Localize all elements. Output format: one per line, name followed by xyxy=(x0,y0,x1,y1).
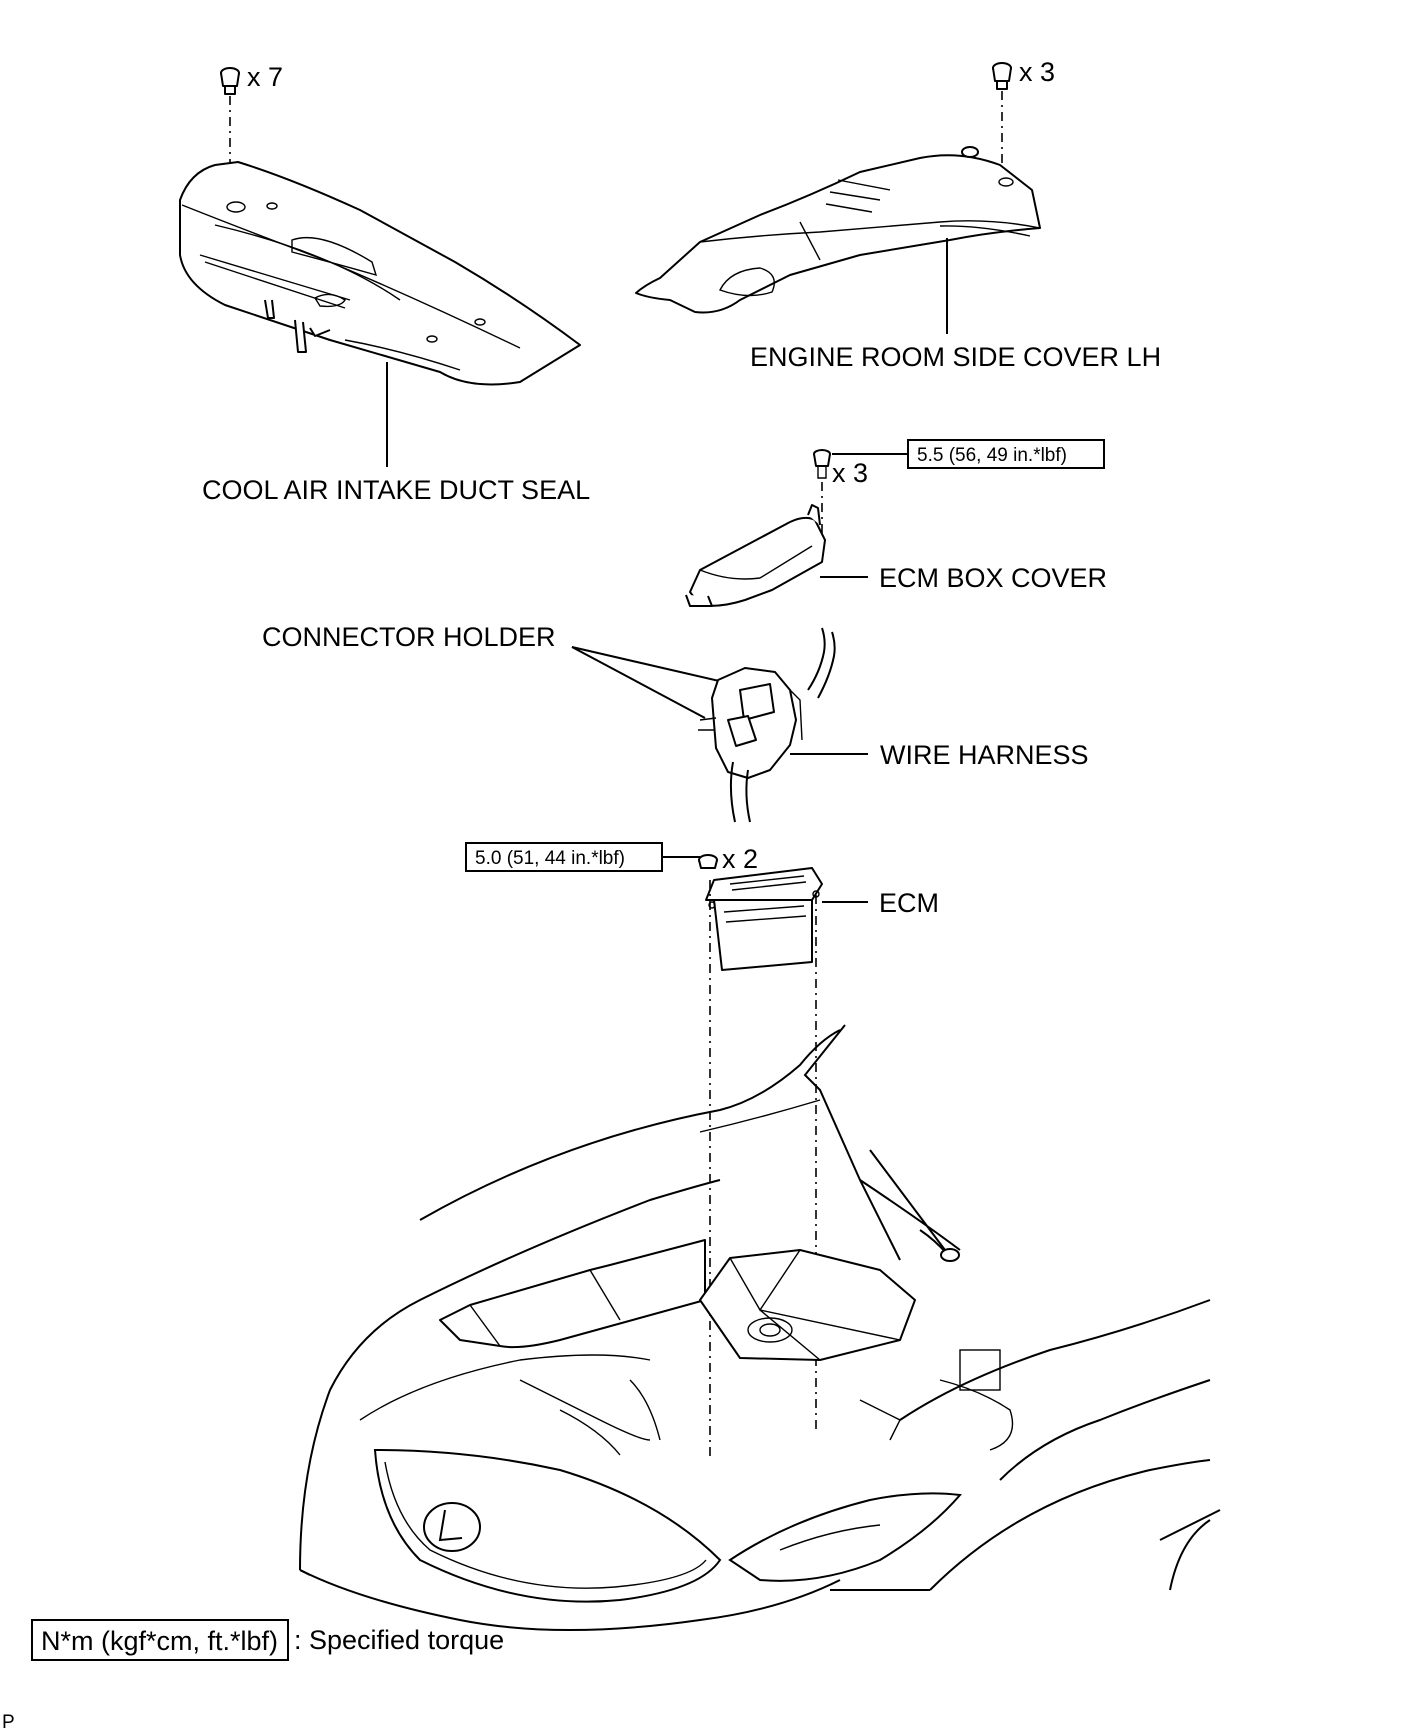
bolt-icon xyxy=(813,449,831,479)
clip-quantity: x 3 xyxy=(1019,57,1055,87)
torque-unit-box xyxy=(31,1619,289,1661)
corner-mark: P xyxy=(2,1712,15,1733)
cool-air-intake-duct-seal-group: x 7 COOL AIR INTAKE DUCT SEAL xyxy=(179,62,590,505)
engine-room-side-cover-drawing xyxy=(635,146,1041,314)
ecm-torque-box xyxy=(465,842,663,872)
engine-room-side-cover-group: x 3 ENGINE ROOM SIDE COVER LH xyxy=(635,57,1161,372)
ecm-drawing xyxy=(705,867,823,971)
torque-legend-description: : Specified torque xyxy=(294,1625,504,1655)
ecm-box-cover-label: ECM BOX COVER xyxy=(879,563,1107,593)
connector-holder-label: CONNECTOR HOLDER xyxy=(262,622,556,652)
lexus-emblem-icon xyxy=(423,1502,481,1552)
clip-icon xyxy=(992,62,1012,90)
ecm-torque-value: 5.0 (51, 44 in.*lbf) xyxy=(475,848,625,869)
ecm-box-cover-torque-box xyxy=(907,439,1105,469)
ecm-label: ECM xyxy=(879,888,939,918)
wire-harness-drawing xyxy=(698,627,836,823)
ecm-box-cover-torque-value: 5.5 (56, 49 in.*lbf) xyxy=(917,445,1067,466)
clip-icon xyxy=(220,67,240,95)
clip-quantity: x 7 xyxy=(247,62,283,92)
cool-air-intake-duct-seal-drawing xyxy=(179,161,581,386)
legend: N*m (kgf*cm, ft.*lbf) : Specified torque xyxy=(31,1619,504,1661)
wire-harness-label: WIRE HARNESS xyxy=(880,740,1089,770)
engine-room-side-cover-label: ENGINE ROOM SIDE COVER LH xyxy=(750,342,1161,372)
ecm-box-cover-group: x 3 5.5 (56, 49 in.*lbf) ECM BOX COVER xyxy=(685,439,1107,607)
nut-icon xyxy=(698,854,718,869)
connector-holder-group: CONNECTOR HOLDER WIRE HARNESS xyxy=(262,622,1089,823)
ecm-group: 5.0 (51, 44 in.*lbf) x 2 ECM xyxy=(465,842,939,971)
vehicle-engine-bay-drawing xyxy=(299,1024,1221,1631)
ecm-box-cover-drawing xyxy=(685,504,826,607)
cool-air-intake-duct-seal-label: COOL AIR INTAKE DUCT SEAL xyxy=(202,475,590,505)
torque-unit-text: N*m (kgf*cm, ft.*lbf) xyxy=(41,1626,278,1656)
bolt-quantity: x 3 xyxy=(832,458,868,488)
nut-quantity: x 2 xyxy=(722,844,758,874)
